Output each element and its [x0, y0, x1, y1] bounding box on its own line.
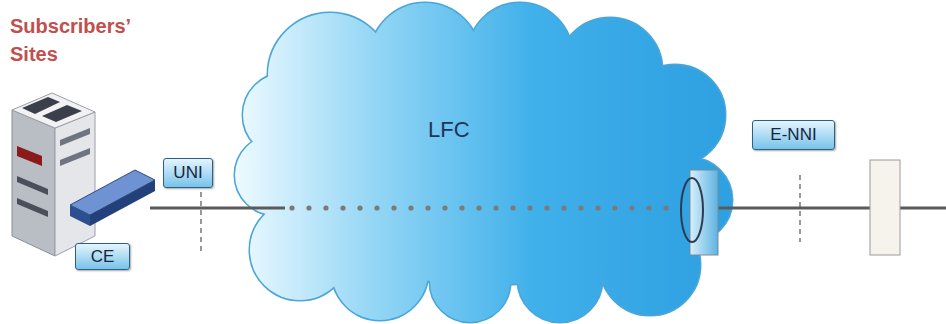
- demarcation-line: [200, 192, 201, 252]
- interface-label: UNI: [173, 163, 202, 183]
- dot: [306, 205, 311, 210]
- interface-tag: UNI: [163, 158, 213, 188]
- cloud-label: LFC: [428, 117, 470, 143]
- dot: [340, 205, 345, 210]
- cloud-lobe: [243, 73, 327, 157]
- building-window: [17, 176, 48, 195]
- dot: [510, 205, 515, 210]
- access-line: [150, 207, 285, 210]
- dot: [289, 205, 294, 210]
- cloud-lobe: [518, 238, 602, 322]
- remote-port-box: [870, 160, 900, 255]
- cloud-lobe: [370, 3, 480, 113]
- dot: [408, 205, 413, 210]
- cloud-lobe: [468, 3, 572, 107]
- roof-panel: [42, 105, 82, 122]
- dot: [663, 205, 668, 210]
- dot: [357, 205, 362, 210]
- building-roof: [12, 93, 95, 128]
- cloud-lobe: [243, 73, 327, 157]
- cloud-fill: [235, 3, 732, 322]
- dot: [476, 205, 481, 210]
- cloud-lobe: [600, 215, 700, 315]
- building-side: [12, 110, 55, 256]
- dot: [374, 205, 379, 210]
- device-front: [90, 180, 155, 226]
- ce-device: [70, 170, 155, 226]
- dot: [442, 205, 447, 210]
- port-box: [690, 170, 718, 255]
- cloud-border: [235, 3, 732, 322]
- building-illustration: [12, 93, 95, 256]
- virtual-connection: [289, 205, 668, 210]
- dot: [544, 205, 549, 210]
- dot: [629, 205, 634, 210]
- dot: [425, 205, 430, 210]
- dot: [323, 205, 328, 210]
- cloud-lobe: [625, 65, 725, 165]
- network-cloud: LFC: [235, 0, 735, 324]
- cloud-lobe: [250, 200, 350, 300]
- cloud-lobe: [518, 238, 602, 322]
- dot: [595, 205, 600, 210]
- dot: [612, 205, 617, 210]
- site-heading: Subscribers’ Sites: [10, 12, 135, 68]
- cloud-lobe: [430, 242, 510, 322]
- interface-label: CE: [91, 247, 115, 267]
- cloud-lobe: [250, 200, 350, 300]
- cloud-lobe: [600, 215, 700, 315]
- port-ellipse: [681, 178, 703, 242]
- dot: [527, 205, 532, 210]
- demarcation-line: [799, 175, 800, 242]
- interface-label: E-NNI: [770, 125, 816, 145]
- cloud-outline: [235, 0, 735, 324]
- dot: [578, 205, 583, 210]
- interconnect-line: [900, 207, 946, 210]
- building-front: [55, 112, 95, 256]
- dot: [561, 205, 566, 210]
- dot: [391, 205, 396, 210]
- cloud-lobe: [430, 242, 510, 322]
- interconnect-line: [718, 207, 870, 210]
- dot: [646, 205, 651, 210]
- cloud-lobe: [468, 3, 572, 107]
- cloud-lobe: [625, 65, 725, 165]
- dot: [459, 205, 464, 210]
- building-window: [60, 128, 90, 146]
- interface-tag: E-NNI: [752, 120, 835, 150]
- device-side: [70, 205, 90, 226]
- building-window: [60, 148, 90, 166]
- dot: [493, 205, 498, 210]
- building-window: [17, 198, 48, 217]
- cloud-lobe: [370, 3, 480, 113]
- interface-tag: CE: [75, 243, 130, 270]
- building-sign: [17, 146, 42, 166]
